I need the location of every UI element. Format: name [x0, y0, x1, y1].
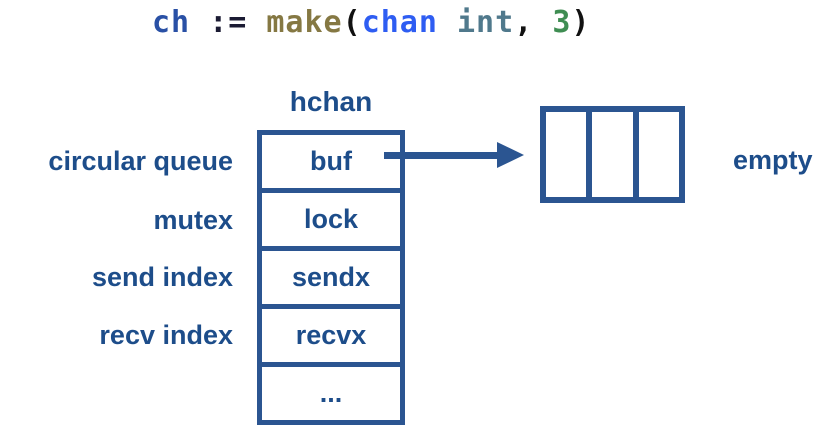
buf-pointer-arrow-head-icon [497, 142, 524, 168]
buffer-cell-1 [586, 112, 633, 197]
code-token-paren-close: ) [571, 5, 591, 40]
code-line: ch := make(chan int, 3) [152, 5, 590, 41]
buffer-cell-2 [632, 112, 679, 197]
annotation-mutex: mutex [153, 205, 233, 235]
annotation-circular-queue: circular queue [48, 146, 233, 176]
struct-field-buf: buf [310, 146, 352, 176]
code-token-var: ch [152, 5, 210, 40]
code-token-int: int [457, 5, 515, 40]
annotation-recv-index: recv index [99, 320, 233, 350]
code-token-chan: chan [361, 5, 457, 40]
annotation-send-index: send index [91, 262, 233, 292]
buffer-state-label: empty [733, 145, 813, 175]
code-token-capacity: 3 [552, 5, 572, 40]
code-token-comma: , [514, 5, 553, 40]
struct-field-sendx: sendx [262, 246, 400, 304]
code-token-assign: := [209, 5, 267, 40]
buf-pointer-arrow-shaft [384, 152, 499, 159]
buffer-cell-0 [546, 112, 587, 197]
code-token-make: make [266, 5, 343, 40]
struct-field-recvx: recvx [262, 304, 400, 362]
struct-field-ellipsis: ... [262, 362, 400, 420]
struct-title: hchan [289, 86, 373, 117]
circular-buffer-box [540, 106, 685, 203]
hchan-struct-box: buf lock sendx recvx ... [257, 130, 405, 425]
struct-field-lock: lock [262, 188, 400, 246]
code-token-paren-open: ( [342, 5, 362, 40]
